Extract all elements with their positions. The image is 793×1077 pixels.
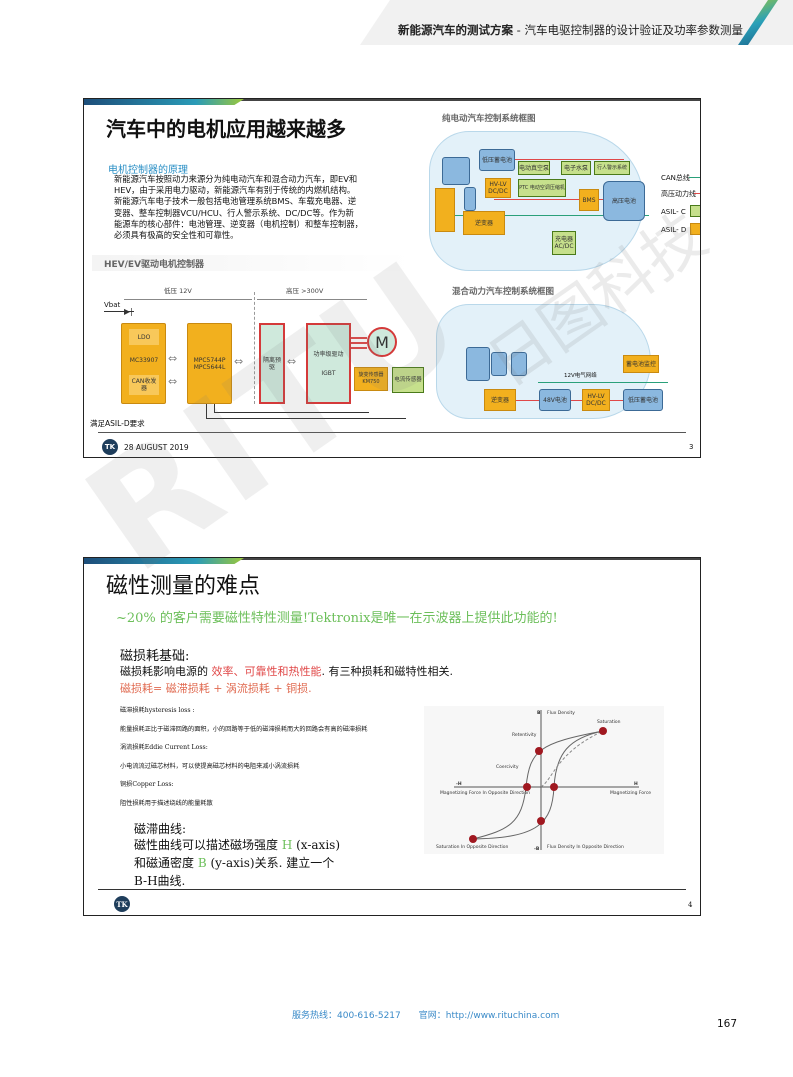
ev-inverter: 逆变器 <box>463 211 505 235</box>
ev-hv-battery: 高压电池 <box>603 181 645 221</box>
hev-module-box <box>491 352 507 376</box>
hev-diagram-title: 混合动力汽车控制系统框图 <box>452 287 555 297</box>
legend-hv: 高压动力线 <box>661 190 696 198</box>
hev-lv-battery: 低压蓄电池 <box>623 389 663 411</box>
ev-bms: BMS <box>579 189 599 211</box>
slide-magnetic: 磁性测量的难点 ~20% 的客户需要磁性特性测量!Tektronix是唯一在示波… <box>83 557 701 916</box>
legend-asil-c: ASIL- C <box>661 208 686 216</box>
flux-label: Flux Density <box>547 710 575 716</box>
page-number: 167 <box>717 1018 738 1030</box>
slide-accent-bar <box>84 99 244 105</box>
initial-curve <box>540 730 604 788</box>
slide-title: 汽车中的电机应用越来越多 <box>106 117 346 141</box>
slide-accent-bar <box>84 558 244 564</box>
saturation-label: Saturation <box>597 719 621 725</box>
ev-diagram-title: 纯电动汽车控制系统框图 <box>442 114 536 124</box>
basics-title: 磁损耗基础: <box>120 649 190 664</box>
motor-icon: M <box>367 327 397 357</box>
company-logo: TK <box>102 439 118 455</box>
hev-module-box <box>466 347 490 381</box>
loss-formula: 磁损耗= 磁滞损耗 + 涡流损耗 + 铜损. <box>120 682 312 695</box>
ev-dcdc: HV-LV DC/DC <box>485 178 511 198</box>
slide-page-number: 3 <box>689 443 694 451</box>
diagram-title: HEV/EV驱动电机控制器 <box>104 260 205 270</box>
mcu-block: MPC5744P MPC5644L <box>187 323 232 404</box>
loss-details: 磁滞损耗hysteresis loss :能量损耗正比于磁滞回路的面积，小的回路… <box>120 707 368 807</box>
low-voltage-label: 低压 12V <box>164 287 192 295</box>
ev-lv-battery: 低压蓄电池 <box>479 149 515 171</box>
h-label: H <box>634 781 638 787</box>
ev-pedestrian-warning: 行人警示系统 <box>594 161 630 175</box>
ev-water-pump: 电子水泵 <box>561 161 591 175</box>
hev-inverter: 逆变器 <box>484 389 516 411</box>
coercivity-point <box>523 783 531 791</box>
highlight-text: ~20% 的客户需要磁性特性测量!Tektronix是唯一在示波器上提供此功能的… <box>116 611 558 626</box>
legend-can: CAN总线 <box>661 174 690 182</box>
hysteresis-chart: B Flux Density Saturation Retentivity Co… <box>424 706 664 854</box>
hev-dcdc: HV-LV DC/DC <box>582 389 610 411</box>
hev-battery-monitor: 蓄电池监控 <box>623 355 659 373</box>
neg-h-label: -H <box>456 781 462 787</box>
slide-title: 磁性测量的难点 <box>106 574 261 599</box>
basics-text: 磁损耗影响电源的 效率、可靠性和热性能. 有三种损耗和磁特性相关. <box>120 665 453 678</box>
isolated-driver-block: 隔离预驱 <box>259 323 285 404</box>
asil-note: 满足ASIL-D要求 <box>90 419 145 428</box>
saturation-point <box>599 727 607 735</box>
company-logo: TK <box>114 896 130 912</box>
vbat-label: Vbat <box>104 301 121 309</box>
slide-ev-motor: 汽车中的电机应用越来越多 电机控制器的原理 新能源汽车按照动力来源分为纯电动汽车… <box>83 98 701 458</box>
retentivity-point-neg <box>537 817 545 825</box>
legend-asil-d: ASIL- D <box>661 226 687 234</box>
hev-module-box <box>511 352 527 376</box>
flux-opposite-label: Flux Density In Opposite Direction <box>547 844 624 850</box>
curve-text: 磁性曲线可以描述磁场强度 H (x-axis) 和磁通密度 B (y-axis)… <box>134 838 341 888</box>
ev-vacuum-pump: 电动真空泵 <box>518 161 550 175</box>
retentivity-point <box>535 747 543 755</box>
header-title: 新能源汽车的测试方案 - 汽车电驱控制器的设计验证及功率参数测量 <box>398 23 743 37</box>
can-transceiver-box: CAN收发器 <box>129 375 159 395</box>
diode-icon: ▶| <box>124 307 133 316</box>
ev-side-module <box>435 188 455 232</box>
hev-12v-network: 12V电气网络 <box>564 373 597 379</box>
curve-title: 磁滞曲线: <box>134 822 187 836</box>
website-link[interactable]: 官网：http://www.rituchina.com <box>418 1011 560 1021</box>
retentivity-label: Retentivity <box>512 732 537 738</box>
high-voltage-label: 高压 >300V <box>286 287 324 295</box>
current-sensor-box: 电流传感器 <box>392 367 424 393</box>
slide-date: 28 AUGUST 2019 <box>124 443 189 452</box>
ev-charger: 充电器 AC/DC <box>552 231 576 255</box>
saturation-opposite-label: Saturation In Opposite Direction <box>436 844 509 850</box>
neg-b-label: -B <box>534 846 540 852</box>
ev-ptc: PTC 电动空调压缩机 <box>518 179 566 197</box>
header-band <box>360 0 793 45</box>
ev-small-module <box>464 187 476 211</box>
b-label: B <box>537 710 541 716</box>
hev-48v-battery: 48V电池 <box>539 389 571 411</box>
saturation-point-neg <box>469 835 477 843</box>
coercivity-label: Coercivity <box>496 764 519 770</box>
magnetizing-force-label: Magnetizing Force <box>610 790 651 796</box>
magnetizing-force-opposite-label: Magnetizing Force In Opposite Direction <box>440 790 530 796</box>
ldo-box: LDO <box>129 329 159 345</box>
section-subtitle: 电机控制器的原理 <box>108 165 188 176</box>
slide-page-number: 4 <box>688 901 693 909</box>
mc33907-label: MC33907 <box>129 356 159 364</box>
coercivity-point-neg <box>550 783 558 791</box>
ev-module-box <box>442 157 470 185</box>
